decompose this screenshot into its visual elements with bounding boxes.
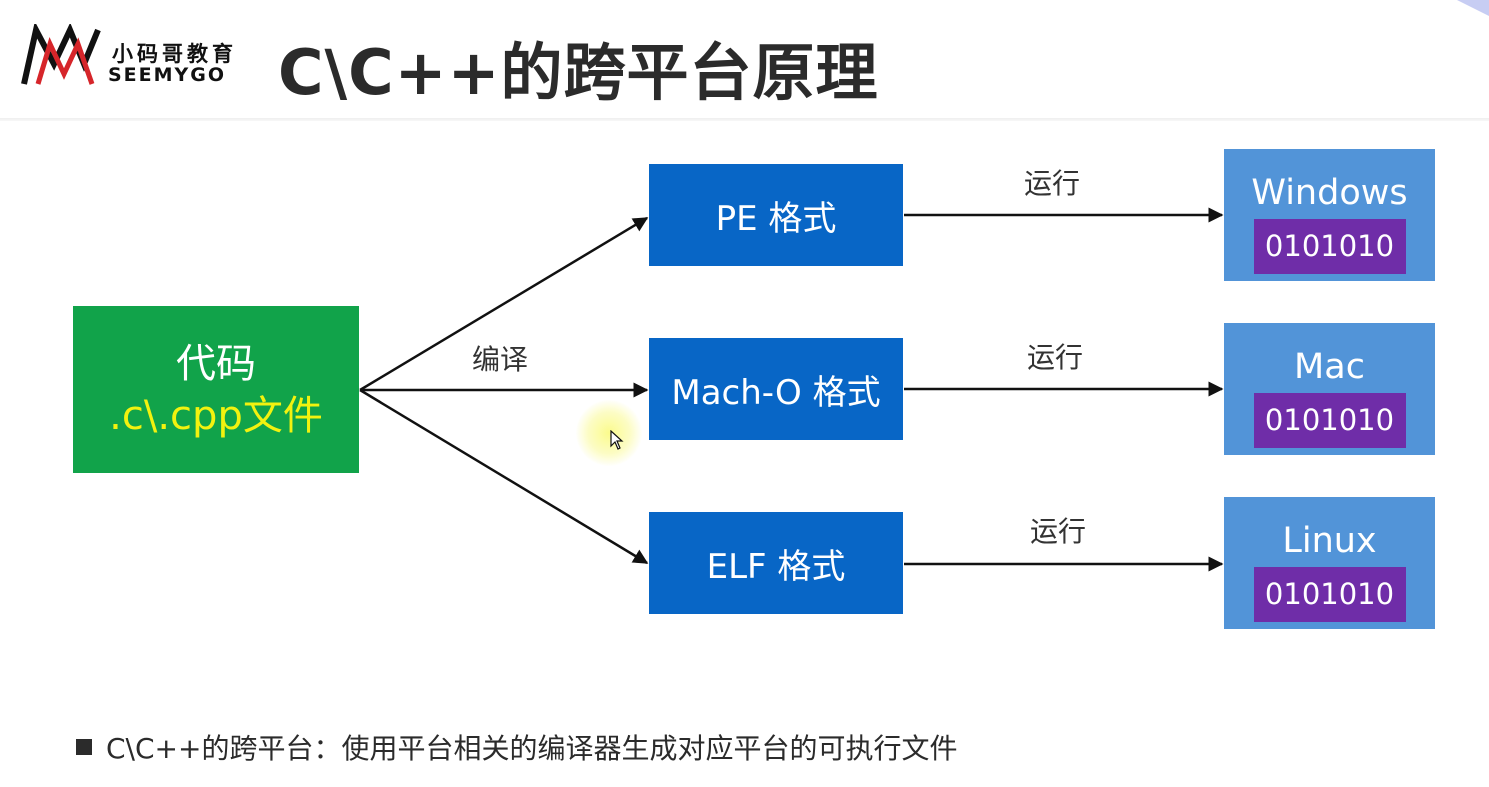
source-code-box: 代码 .c\.cpp文件	[73, 306, 359, 473]
target-box-mac: Mac 0101010	[1224, 323, 1435, 455]
page-title: C\C++的跨平台原理	[278, 36, 879, 109]
logo-english-text: SEEMYGO	[108, 64, 227, 86]
slide-header: 小码哥教育 SEEMYGO C\C++的跨平台原理	[0, 0, 1489, 120]
binary-badge-linux: 0101010	[1253, 567, 1406, 622]
binary-badge-mac: 0101010	[1253, 393, 1406, 448]
summary-bullet: C\C++的跨平台：使用平台相关的编译器生成对应平台的可执行文件	[76, 727, 957, 767]
corner-decoration	[1457, 0, 1489, 16]
compile-label: 编译	[472, 343, 529, 376]
target-box-linux: Linux 0101010	[1224, 497, 1435, 629]
run-label-windows: 运行	[1024, 167, 1081, 200]
format-box-macho: Mach-O 格式	[649, 338, 903, 440]
run-label-mac: 运行	[1027, 341, 1084, 374]
source-subtitle: .c\.cpp文件	[109, 392, 323, 439]
header-divider	[0, 118, 1489, 121]
source-title: 代码	[176, 340, 256, 387]
run-label-linux: 运行	[1030, 515, 1087, 548]
format-box-pe: PE 格式	[649, 164, 903, 266]
mouse-cursor-icon	[610, 430, 624, 450]
seemygo-logo-icon	[21, 24, 101, 85]
target-box-windows: Windows 0101010	[1224, 149, 1435, 281]
logo-chinese-text: 小码哥教育	[112, 42, 237, 66]
summary-text: C\C++的跨平台：使用平台相关的编译器生成对应平台的可执行文件	[106, 732, 958, 765]
format-box-elf: ELF 格式	[649, 512, 903, 614]
arrow-compile-to-elf	[359, 388, 649, 565]
arrow-compile-to-pe	[359, 216, 649, 392]
cursor-highlight	[576, 400, 642, 466]
target-name-windows: Windows	[1251, 173, 1408, 213]
target-name-mac: Mac	[1294, 347, 1365, 387]
square-bullet-icon	[76, 739, 92, 755]
binary-badge-windows: 0101010	[1253, 219, 1406, 274]
target-name-linux: Linux	[1282, 521, 1377, 561]
